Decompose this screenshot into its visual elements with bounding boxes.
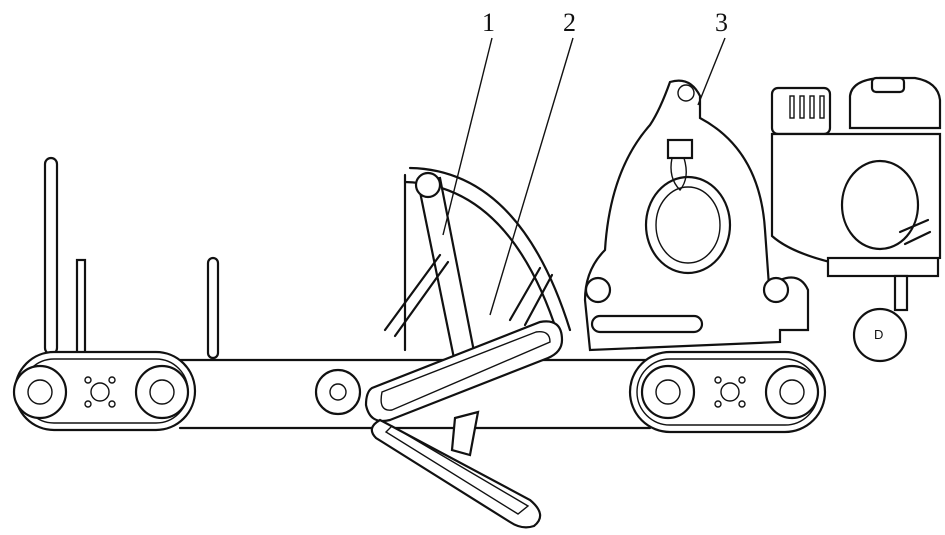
center-sprocket xyxy=(314,368,362,416)
frame-rails xyxy=(178,358,652,430)
callout-2: 2 xyxy=(563,8,576,37)
left-posts xyxy=(43,156,220,360)
upper-cutter-chain xyxy=(364,266,564,423)
lower-cutter-chain xyxy=(370,410,542,529)
engine xyxy=(770,76,942,363)
callout-1: 1 xyxy=(482,8,495,37)
right-track xyxy=(628,350,827,434)
left-track xyxy=(12,350,197,432)
motor-label: D xyxy=(874,327,884,342)
callout-3: 3 xyxy=(715,8,728,37)
lever-arm xyxy=(383,171,480,380)
gearbox-housing xyxy=(583,79,810,352)
leader-lines xyxy=(442,37,726,316)
